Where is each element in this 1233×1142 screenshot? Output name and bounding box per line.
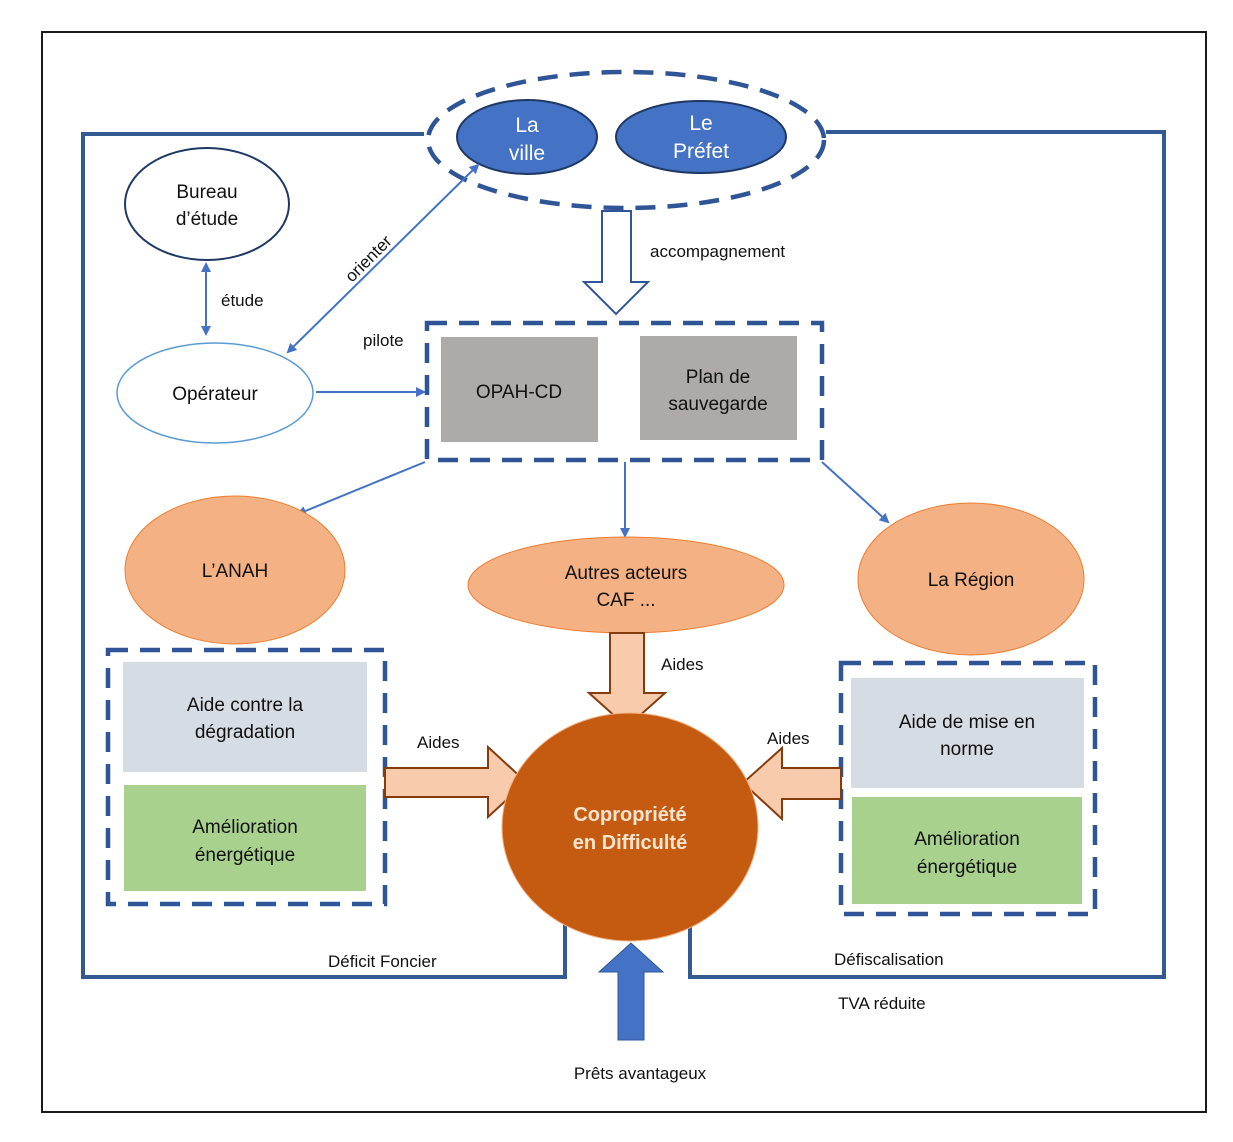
right-aid-norme[interactable]: Aide de mise en norme — [851, 678, 1084, 788]
orienter-label: orienter — [341, 231, 395, 285]
node-opah-cd[interactable]: OPAH-CD — [441, 337, 598, 442]
right-aid-2-line2: énergétique — [917, 857, 1017, 878]
la-ville-line1: La — [515, 114, 539, 137]
program-to-region-arrow — [821, 461, 890, 524]
node-copropriete-difficulte[interactable]: Copropriété en Difficulté — [501, 712, 759, 942]
le-prefet-line2: Préfet — [673, 140, 729, 163]
left-aid-2-line2: énergétique — [195, 845, 295, 866]
prets-label: Prêts avantageux — [574, 1064, 707, 1083]
authorities-group — [425, 69, 827, 211]
le-prefet-line1: Le — [689, 112, 712, 135]
aides-right-arrow — [741, 745, 842, 822]
pilote-label: pilote — [363, 331, 404, 350]
left-aid-1-line1: Aide contre la — [187, 695, 304, 716]
operateur-label: Opérateur — [172, 384, 258, 405]
node-plan-sauvegarde[interactable]: Plan de sauvegarde — [640, 336, 797, 440]
anah-label: L’ANAH — [202, 561, 269, 582]
aides-left-label: Aides — [417, 733, 460, 752]
node-bureau-etude[interactable]: Bureau d’étude — [124, 147, 290, 261]
left-aid-1-line2: dégradation — [195, 722, 295, 743]
la-ville-line2: ville — [509, 142, 545, 165]
node-anah[interactable]: L’ANAH — [124, 495, 346, 645]
aides-right-label: Aides — [767, 729, 810, 748]
center-line2: en Difficulté — [573, 832, 687, 854]
plan-sauvegarde-line2: sauvegarde — [668, 394, 767, 415]
prets-arrow — [597, 942, 665, 1041]
feedback-line-left — [81, 132, 567, 979]
right-aid-1-line2: norme — [940, 739, 994, 760]
autres-acteurs-line2: CAF ... — [596, 590, 655, 611]
orienter-arrow — [286, 163, 480, 354]
node-le-prefet[interactable]: Le Préfet — [615, 100, 787, 174]
program-group — [424, 320, 825, 463]
center-line1: Copropriété — [573, 804, 686, 826]
left-aid-energetique[interactable]: Amélioration énergétique — [124, 785, 366, 891]
opah-cd-label: OPAH-CD — [476, 382, 562, 403]
bureau-etude-line2: d’étude — [176, 209, 238, 230]
defiscalisation-label: Défiscalisation — [834, 950, 944, 969]
aides-top-arrow — [586, 632, 668, 729]
right-aid-1-line1: Aide de mise en — [899, 712, 1035, 733]
node-la-ville[interactable]: La ville — [456, 99, 598, 175]
right-aid-2-line1: Amélioration — [914, 829, 1020, 850]
plan-sauvegarde-line1: Plan de — [686, 367, 750, 388]
right-aid-energetique[interactable]: Amélioration énergétique — [852, 797, 1082, 904]
left-aid-2-line1: Amélioration — [192, 817, 298, 838]
tva-reduite-label: TVA réduite — [838, 994, 926, 1013]
left-aid-degradation[interactable]: Aide contre la dégradation — [123, 662, 367, 772]
autres-acteurs-line1: Autres acteurs — [565, 563, 688, 584]
outer-frame — [41, 31, 1207, 1113]
deficit-foncier-label: Déficit Foncier — [328, 952, 437, 971]
region-label: La Région — [928, 570, 1015, 591]
etude-label: étude — [221, 291, 264, 310]
node-region[interactable]: La Région — [857, 502, 1085, 656]
feedback-line-right — [688, 130, 1166, 979]
node-operateur[interactable]: Opérateur — [116, 342, 314, 444]
bureau-etude-line1: Bureau — [176, 182, 237, 203]
aides-top-label: Aides — [661, 655, 704, 674]
accompagnement-label: accompagnement — [650, 242, 785, 261]
node-autres-acteurs[interactable]: Autres acteurs CAF ... — [467, 536, 785, 634]
accompagnement-arrow — [581, 210, 651, 316]
program-to-anah-arrow — [296, 461, 426, 516]
